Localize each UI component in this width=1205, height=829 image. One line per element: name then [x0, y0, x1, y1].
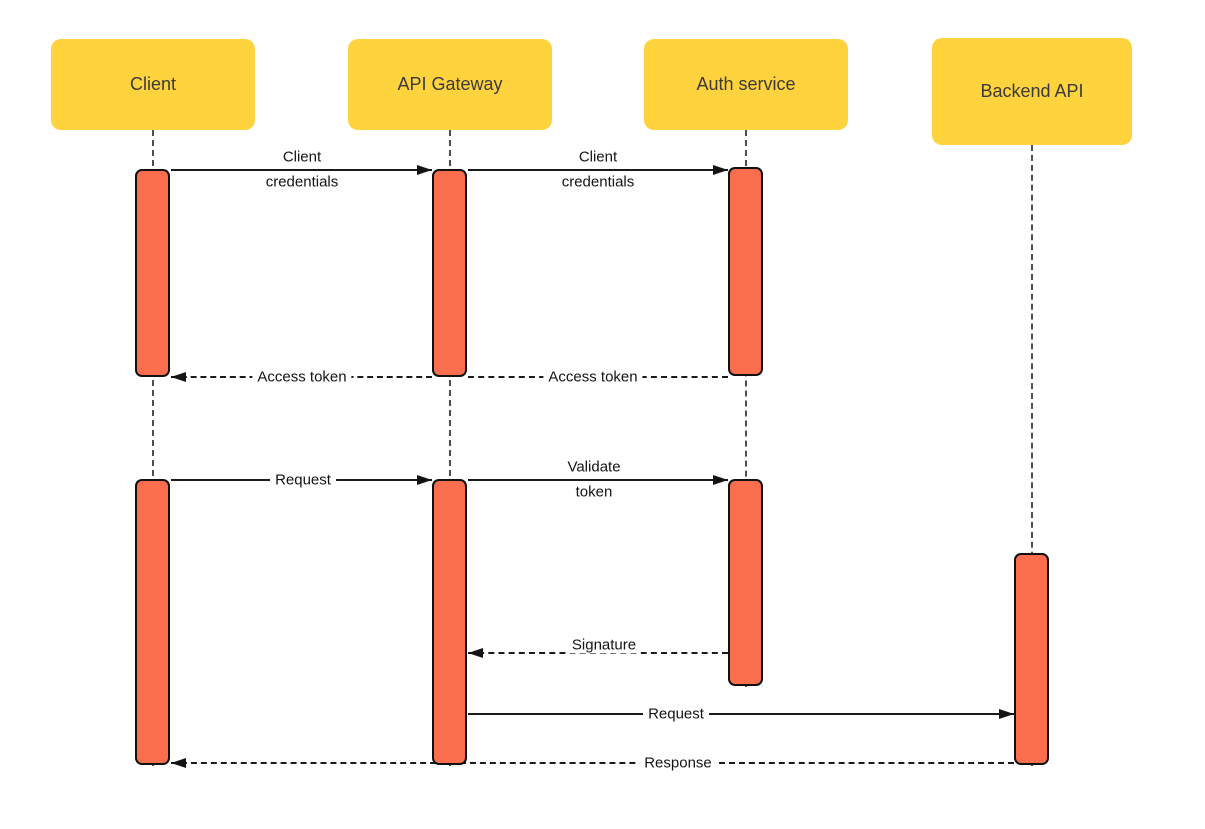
lifeline-backend-api	[1031, 145, 1033, 766]
activation-api-gateway-2	[432, 479, 467, 765]
arrowhead-right-icon	[713, 165, 728, 175]
actor-client: Client	[51, 39, 255, 130]
actor-auth-service: Auth service	[644, 39, 848, 130]
message-label-request-2: Request	[643, 705, 709, 723]
message-label-client-credentials-1: Client credentials	[265, 148, 339, 190]
actor-api-gateway-label: API Gateway	[397, 74, 503, 94]
arrowhead-right-icon	[999, 709, 1014, 719]
arrowhead-left-icon	[468, 648, 483, 658]
lifeline-api-gateway	[449, 130, 451, 766]
message-label-access-token-1: Access token	[543, 368, 643, 386]
message-label-signature: Signature	[566, 636, 642, 654]
message-label-validate-token: Validate token	[567, 458, 621, 500]
message-line-client-credentials-2	[468, 169, 728, 171]
message-label-client-credentials-2: Client credentials	[561, 148, 635, 190]
activation-client-1	[135, 169, 170, 377]
actor-client-label: Client	[129, 74, 177, 94]
arrowhead-right-icon	[417, 475, 432, 485]
message-label-request-1: Request	[270, 471, 336, 489]
message-line-request-2	[468, 713, 1014, 715]
activation-client-2	[135, 479, 170, 765]
activation-backend-api	[1014, 553, 1049, 765]
arrowhead-left-icon	[171, 758, 186, 768]
message-label-response: Response	[639, 754, 717, 772]
message-label-access-token-2: Access token	[252, 368, 352, 386]
actor-backend-api: Backend API	[932, 38, 1132, 145]
lifeline-auth-service	[745, 130, 747, 687]
actor-auth-service-label: Auth service	[696, 74, 796, 94]
message-line-response	[171, 762, 1014, 764]
message-line-client-credentials-1	[171, 169, 432, 171]
lifeline-client	[152, 130, 154, 766]
message-line-validate-token	[468, 479, 728, 481]
actor-api-gateway: API Gateway	[348, 39, 552, 130]
activation-auth-service-1	[728, 167, 763, 376]
actor-backend-api-label: Backend API	[980, 81, 1084, 101]
arrowhead-right-icon	[417, 165, 432, 175]
activation-auth-service-2	[728, 479, 763, 686]
arrowhead-right-icon	[713, 475, 728, 485]
activation-api-gateway-1	[432, 169, 467, 377]
arrowhead-left-icon	[171, 372, 186, 382]
